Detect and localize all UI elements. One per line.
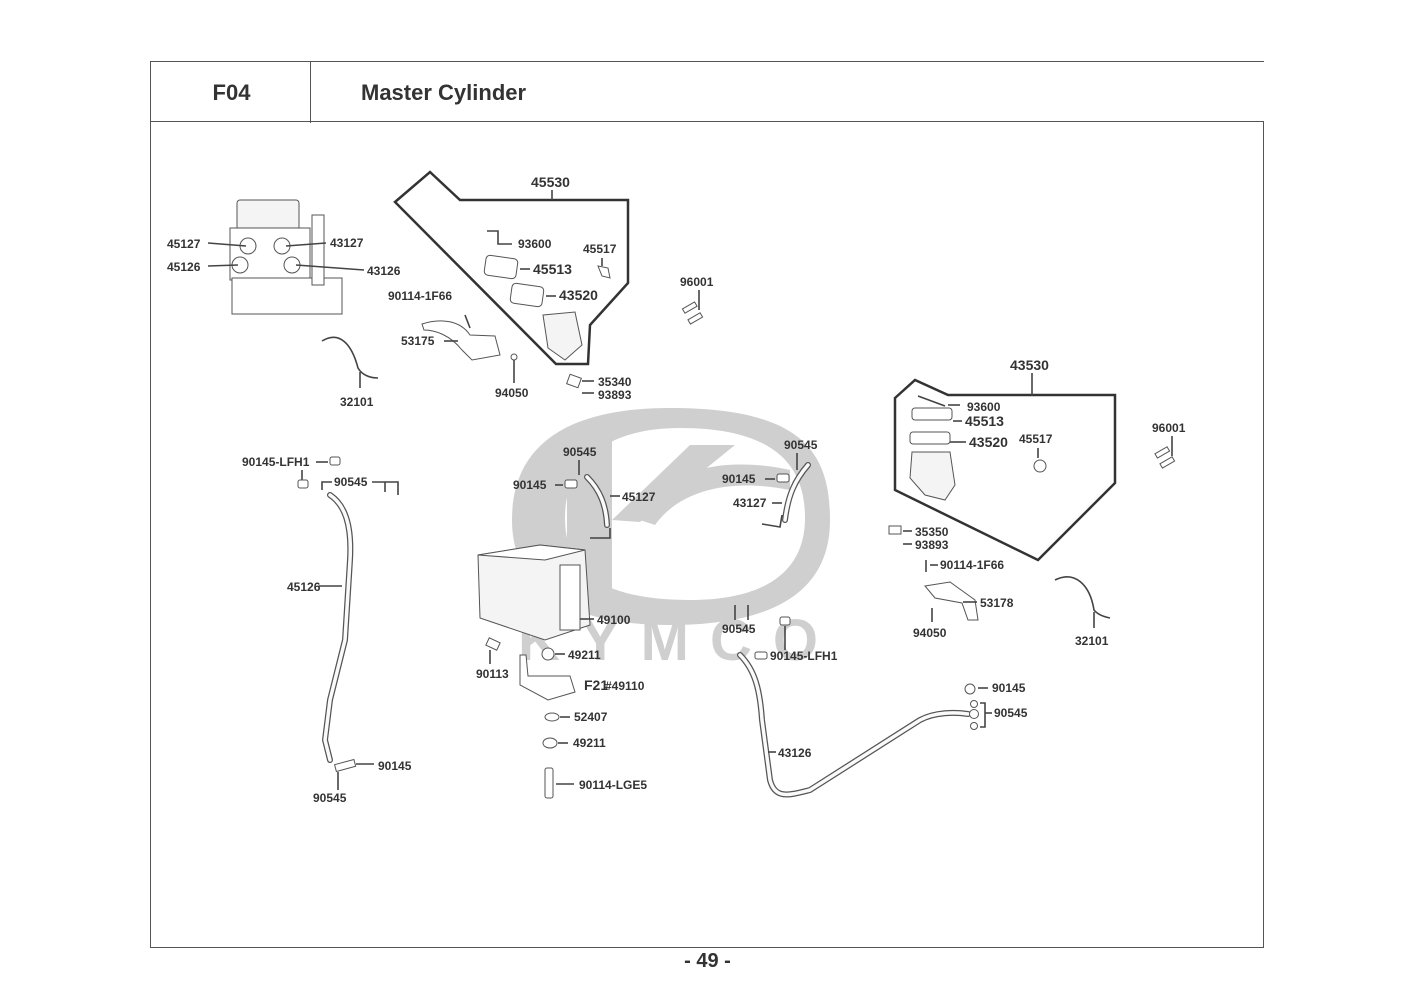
label-43520: 43520 — [559, 287, 598, 303]
label-45127: 45127 — [167, 237, 201, 251]
master-cylinder-body-front — [542, 311, 583, 361]
switch-35350 — [888, 525, 902, 535]
bolt-90114-LGE5 — [544, 767, 554, 799]
grommet-49211-top — [541, 647, 555, 661]
label-94050-rear: 94050 — [913, 626, 947, 640]
label-32101-front: 32101 — [340, 395, 374, 409]
label-45517: 45517 — [583, 242, 617, 256]
label-90145-43127: 90145 — [722, 472, 756, 486]
page-number: - 49 - — [684, 950, 731, 972]
label-32101-rear: 32101 — [1075, 634, 1109, 648]
section-code: F04 — [212, 80, 251, 105]
label-90545-front-bottom: 90545 — [313, 791, 347, 805]
label-90145-LFH1-front: 90145-LFH1 — [242, 455, 310, 469]
label-96001-left: 96001 — [680, 275, 714, 289]
bolts-96001-right: 96001 — [1152, 421, 1186, 469]
abs-unit-assembly: 49100 49211 90113 F21 #49110 52407 49211… — [476, 544, 647, 799]
clamp-45517 — [597, 265, 611, 279]
label-93600: 93600 — [518, 237, 552, 251]
label-43530: 43530 — [1010, 357, 1049, 373]
label-90114-LGE5: 90114-LGE5 — [579, 778, 647, 792]
label-35340: 35340 — [598, 375, 632, 389]
abs-connector — [311, 214, 325, 286]
label-90545-rear-top: 90545 — [722, 622, 756, 636]
label-90113: 90113 — [476, 667, 509, 681]
front-brake-hose-assembly: 90145-LFH1 90545 45126 90145 90545 — [242, 455, 412, 805]
rear-master-cylinder-kit: 43530 93600 45513 43520 45517 35350 9389… — [888, 357, 1117, 640]
label-93893-front: 93893 — [598, 388, 632, 402]
abs-motor-housing — [236, 199, 300, 231]
label-90545-43127: 90545 — [784, 438, 818, 452]
label-90145-rear-end: 90145 — [992, 681, 1026, 695]
label-90114-1F66-rear: 90114-1F66 — [940, 558, 1004, 572]
nut-94050 — [510, 353, 518, 361]
label-45127: 45127 — [622, 490, 656, 504]
label-45126: 45126 — [287, 580, 321, 594]
label-52407: 52407 — [574, 710, 608, 724]
clamp-45517-rear — [1033, 459, 1047, 473]
grommet-49211-bottom — [542, 737, 558, 749]
diaphragm-43520-rear — [909, 431, 951, 445]
label-90545-45127: 90545 — [563, 445, 597, 459]
page-title: Master Cylinder — [361, 80, 527, 105]
label-93600-rear: 93600 — [967, 400, 1001, 414]
label-45126: 45126 — [167, 260, 201, 274]
brake-lever-53175 — [421, 320, 501, 361]
rear-short-hose: 90545 90145 43127 — [722, 438, 818, 528]
collar-90113 — [485, 637, 501, 651]
diaphragm-43520 — [509, 282, 545, 308]
label-43127: 43127 — [330, 236, 364, 250]
label-90545-rear-end: 90545 — [994, 706, 1028, 720]
label-43126: 43126 — [367, 264, 401, 278]
label-90145-front-bottom: 90145 — [378, 759, 412, 773]
label-90545-front-top: 90545 — [334, 475, 368, 489]
label-f21-prefix: F21 — [584, 677, 608, 693]
kit-outline-43530 — [893, 378, 1117, 562]
diagram-frame — [150, 121, 1264, 948]
section-code-box: F04 — [150, 61, 311, 123]
label-90145-LFH1-rear: 90145-LFH1 — [770, 649, 838, 663]
label-43126: 43126 — [778, 746, 812, 760]
kit-outline-45530 — [393, 170, 630, 366]
label-49211-top: 49211 — [568, 648, 601, 662]
front-master-cylinder-kit: 45530 93600 45513 43520 45517 90114-1F66… — [388, 170, 632, 402]
abs-unit-top-view: 45127 45126 43127 43126 — [167, 199, 401, 315]
label-43520-rear: 43520 — [969, 434, 1008, 450]
label-90145-45127: 90145 — [513, 478, 547, 492]
master-cylinder-body-rear — [909, 451, 956, 501]
label-45530: 45530 — [531, 174, 570, 190]
label-35350: 35350 — [915, 525, 949, 539]
label-93893-rear: 93893 — [915, 538, 949, 552]
label-45513-rear: 45513 — [965, 413, 1004, 429]
brake-lever-53178 — [924, 581, 979, 621]
washer-52407 — [544, 712, 560, 722]
brake-switch-wire-front: 32101 — [321, 336, 379, 409]
label-49211-bottom: 49211 — [573, 736, 606, 750]
abs-ecu-housing — [231, 277, 343, 315]
label-96001-right: 96001 — [1152, 421, 1186, 435]
label-49100: 49100 — [597, 613, 631, 627]
switch-35340 — [566, 373, 582, 389]
label-53178: 53178 — [980, 596, 1014, 610]
label-43127: 43127 — [733, 496, 767, 510]
abs-bracket — [519, 654, 576, 701]
label-45513: 45513 — [533, 261, 572, 277]
label-f21-suffix: #49110 — [605, 679, 645, 693]
front-short-hose: 90545 90145 45127 — [513, 445, 656, 539]
section-title-box: Master Cylinder — [309, 61, 1264, 123]
label-94050-front: 94050 — [495, 386, 529, 400]
label-90114-1F66-front: 90114-1F66 — [388, 289, 452, 303]
cap-45513 — [483, 254, 519, 280]
rear-brake-hose-assembly: 90545 90145-LFH1 43126 90145 90545 — [722, 605, 1028, 798]
bolts-96001-left: 96001 — [680, 275, 714, 325]
brake-switch-wire-rear: 32101 — [1054, 576, 1111, 648]
abs-connector-side — [559, 564, 581, 631]
cap-45513-rear — [911, 407, 953, 421]
label-53175: 53175 — [401, 334, 435, 348]
watermark-k-swoosh — [640, 464, 790, 525]
bolt-90145-rear-end — [964, 683, 976, 695]
label-45517-rear: 45517 — [1019, 432, 1053, 446]
